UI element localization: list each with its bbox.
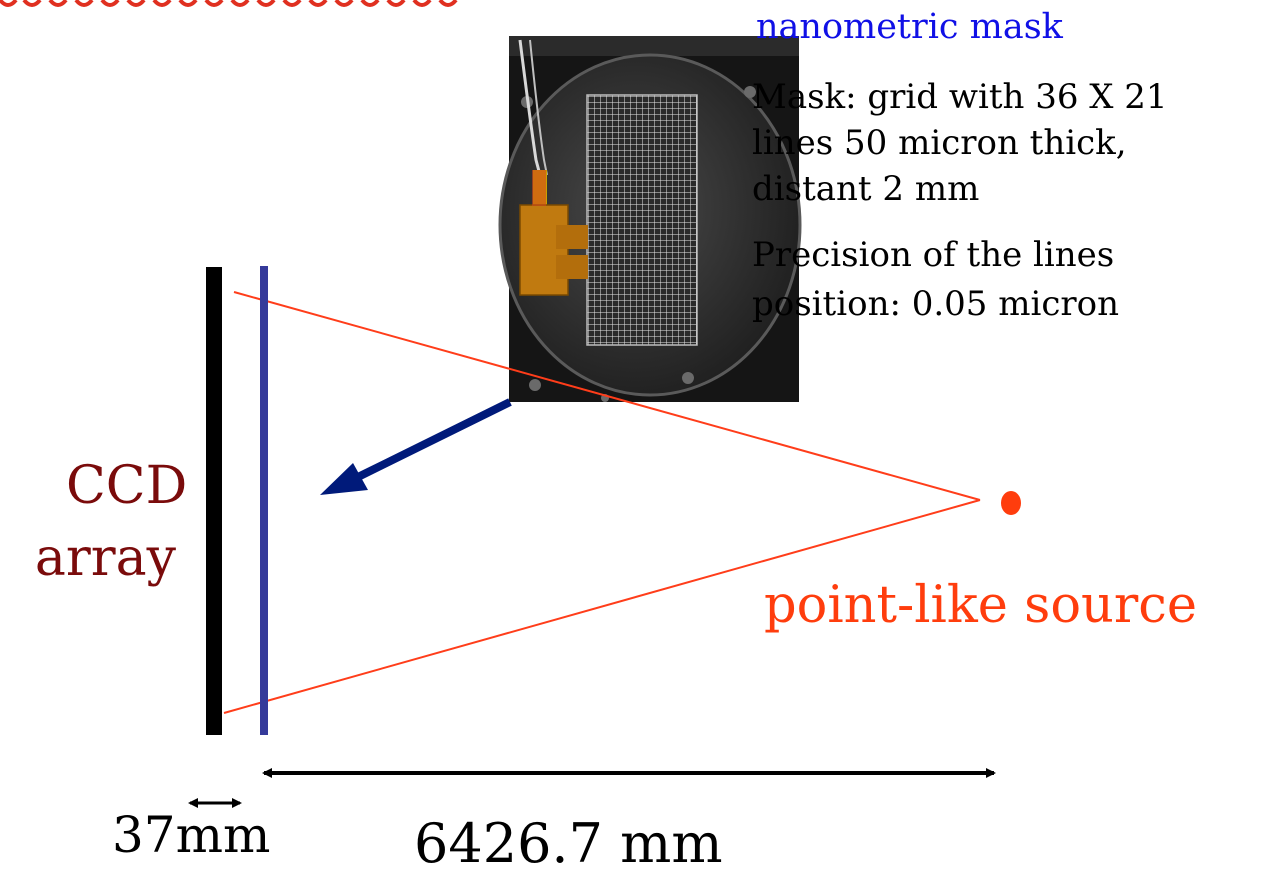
gap-dimension-label: 37mm <box>112 806 271 864</box>
ccd-label-line-1: CCD <box>66 456 188 516</box>
distance-dimension-label: 6426.7 mm <box>414 812 723 874</box>
upper-ray <box>233 291 981 501</box>
mask-description-line: distant 2 mm <box>752 169 980 209</box>
mask-title: nanometric mask <box>756 7 1063 47</box>
mask-description-line: Mask: grid with 36 X 21 <box>752 77 1168 117</box>
mask-description-line: lines 50 micron thick, <box>752 123 1127 163</box>
mask-photo-icon <box>498 36 802 402</box>
ccd-label-line-2: array <box>34 528 176 588</box>
point-source-dot <box>1001 491 1021 515</box>
mask-plane <box>260 266 268 735</box>
mask-precision-line: position: 0.05 micron <box>752 284 1120 324</box>
mask-precision-line: Precision of the lines <box>752 235 1115 275</box>
cut-off-title-fragment <box>0 0 458 7</box>
ccd-array-plane <box>206 267 222 735</box>
lower-ray <box>223 499 981 714</box>
point-source-label: point-like source <box>764 576 1198 635</box>
photo-pointer-arrow <box>320 398 512 495</box>
